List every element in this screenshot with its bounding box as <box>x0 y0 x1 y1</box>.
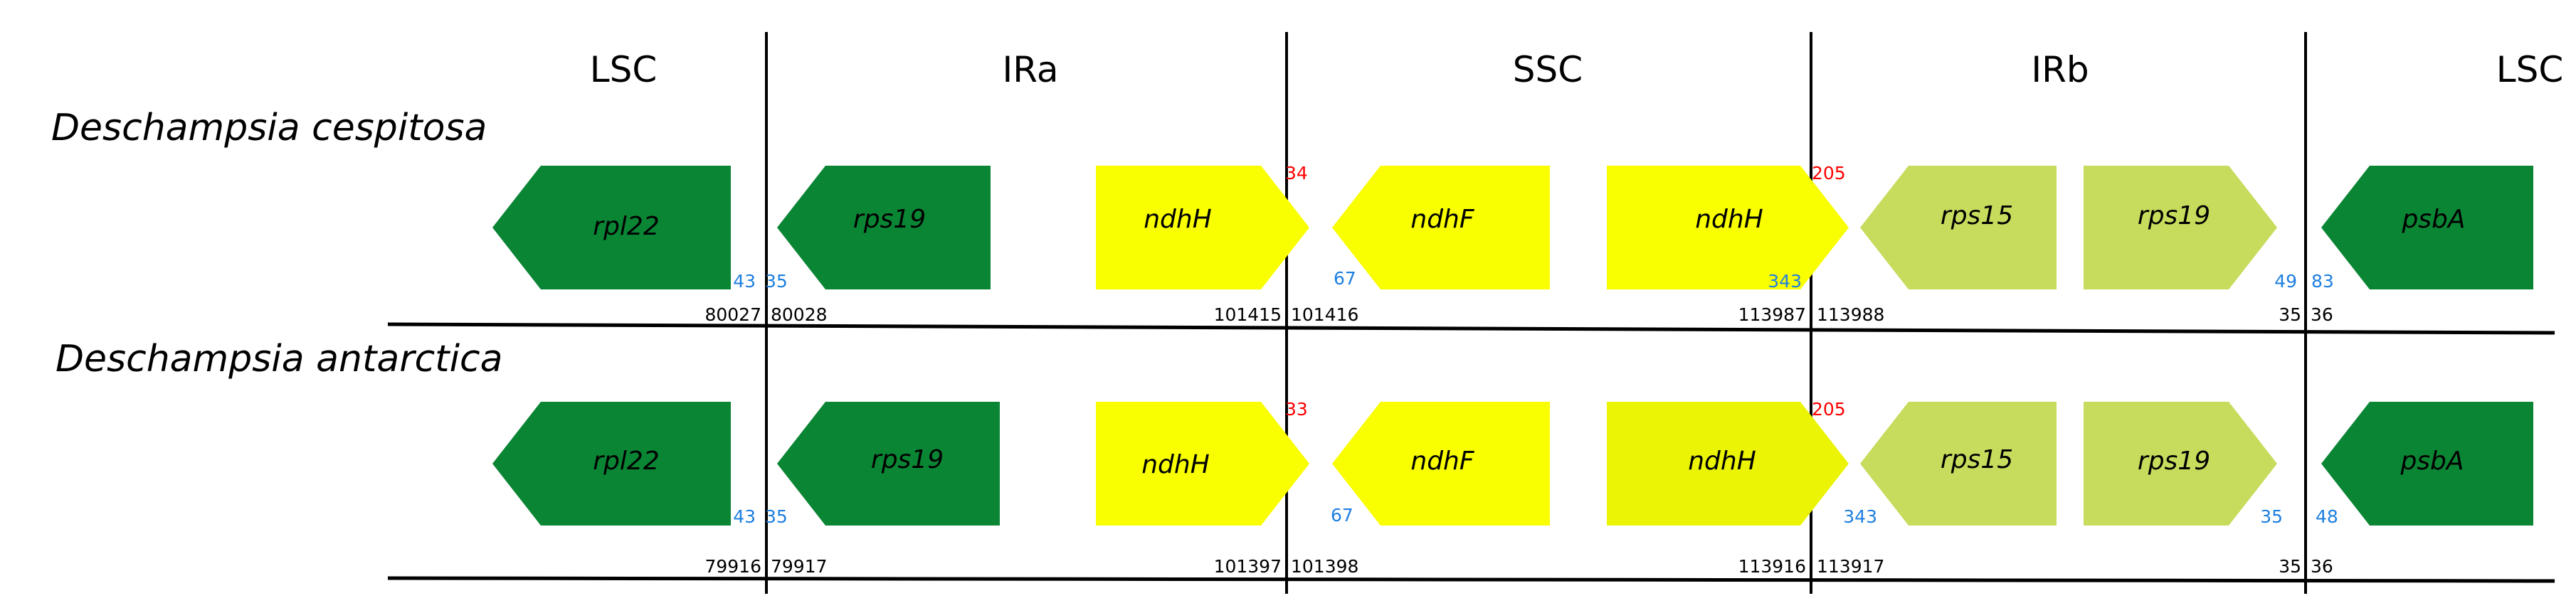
region-label-lsc-right: LSC <box>2496 49 2564 90</box>
track-baseline <box>387 322 2555 335</box>
gene-arrow-ndhh: ndhH <box>1607 402 1849 526</box>
gene-label: ndhF <box>1410 447 1474 476</box>
gene-arrow-rps19: rps19 <box>2084 166 2277 289</box>
gene-label: rps19 <box>871 445 944 474</box>
distance-label-blue: 35 <box>765 271 788 292</box>
gene-label: psbA <box>2400 447 2464 476</box>
gene-arrow-ndhh: ndhH <box>1096 402 1309 526</box>
gene-label: rpl22 <box>593 447 659 476</box>
position-label: 113916 <box>1738 556 1806 577</box>
gene-arrow-ndhf: ndhF <box>1332 166 1550 289</box>
species-name: Deschampsia cespitosa <box>51 107 487 149</box>
gene-label: ndhH <box>1141 450 1210 479</box>
gene-arrow-rpl22: rpl22 <box>492 402 731 526</box>
gene-label: psbA <box>2401 205 2465 234</box>
distance-label-red: 34 <box>1285 163 1308 183</box>
gene-label: rps19 <box>853 205 926 234</box>
region-label-ira: IRa <box>1002 49 1058 90</box>
gene-label: rps15 <box>1941 445 2013 474</box>
position-label: 101416 <box>1291 304 1358 325</box>
gene-arrow-rps19: rps19 <box>777 402 1000 526</box>
distance-label-blue: 43 <box>733 271 756 292</box>
position-label: 79917 <box>771 556 828 577</box>
region-label-lsc-left: LSC <box>590 49 658 90</box>
distance-label-blue: 48 <box>2316 506 2338 527</box>
gene-arrow-ndhh: ndhH <box>1607 166 1849 289</box>
distance-label-blue: 67 <box>1334 268 1356 289</box>
gene-arrow-psba: psbA <box>2321 402 2533 526</box>
gene-arrow-rps19: rps19 <box>2084 402 2277 526</box>
gene-label: rps19 <box>2138 201 2210 230</box>
distance-label-red: 33 <box>1285 399 1308 420</box>
distance-label-blue: 49 <box>2274 271 2297 292</box>
position-label: 79916 <box>704 556 761 577</box>
distance-label-red: 205 <box>1812 399 1846 420</box>
gene-label: rpl22 <box>593 212 659 241</box>
position-label: 36 <box>2311 304 2333 325</box>
position-label: 113917 <box>1817 556 1884 577</box>
gene-arrow-psba: psbA <box>2321 166 2533 289</box>
gene-label: ndhH <box>1688 447 1756 476</box>
region-label-ssc: SSC <box>1513 49 1583 90</box>
gene-label: rps15 <box>1941 201 2013 230</box>
species-name: Deschampsia antarctica <box>56 338 502 380</box>
gene-label: rps19 <box>2138 447 2210 476</box>
region-label-irb: IRb <box>2031 49 2089 90</box>
gene-label: ndhF <box>1410 205 1474 234</box>
distance-label-blue: 67 <box>1331 505 1353 526</box>
gene-label: ndhH <box>1144 205 1212 234</box>
position-label: 101397 <box>1214 556 1282 577</box>
gene-arrow-ndhf: ndhF <box>1332 402 1550 526</box>
gene-arrow-rpl22: rpl22 <box>492 166 731 289</box>
distance-label-blue: 43 <box>733 506 756 527</box>
distance-label-blue: 343 <box>1768 271 1802 292</box>
distance-label-blue: 343 <box>1843 506 1877 527</box>
gene-arrow-ndhh: ndhH <box>1096 166 1309 289</box>
position-label: 80028 <box>771 304 828 325</box>
position-label: 35 <box>2279 304 2301 325</box>
position-label: 113988 <box>1817 304 1884 325</box>
position-label: 36 <box>2311 556 2333 577</box>
distance-label-blue: 83 <box>2311 271 2334 292</box>
position-label: 101415 <box>1214 304 1282 325</box>
gene-label: ndhH <box>1695 205 1763 234</box>
position-label: 35 <box>2279 556 2301 577</box>
gene-arrow-rps19: rps19 <box>777 166 991 289</box>
distance-label-red: 205 <box>1812 163 1846 183</box>
distance-label-blue: 35 <box>765 506 788 527</box>
position-label: 113987 <box>1738 304 1806 325</box>
gene-arrow-rps15: rps15 <box>1860 166 2057 289</box>
position-label: 101398 <box>1291 556 1358 577</box>
position-label: 80027 <box>704 304 761 325</box>
gene-arrow-rps15: rps15 <box>1860 402 2057 526</box>
distance-label-blue: 35 <box>2260 506 2283 527</box>
track-baseline <box>387 576 2555 583</box>
